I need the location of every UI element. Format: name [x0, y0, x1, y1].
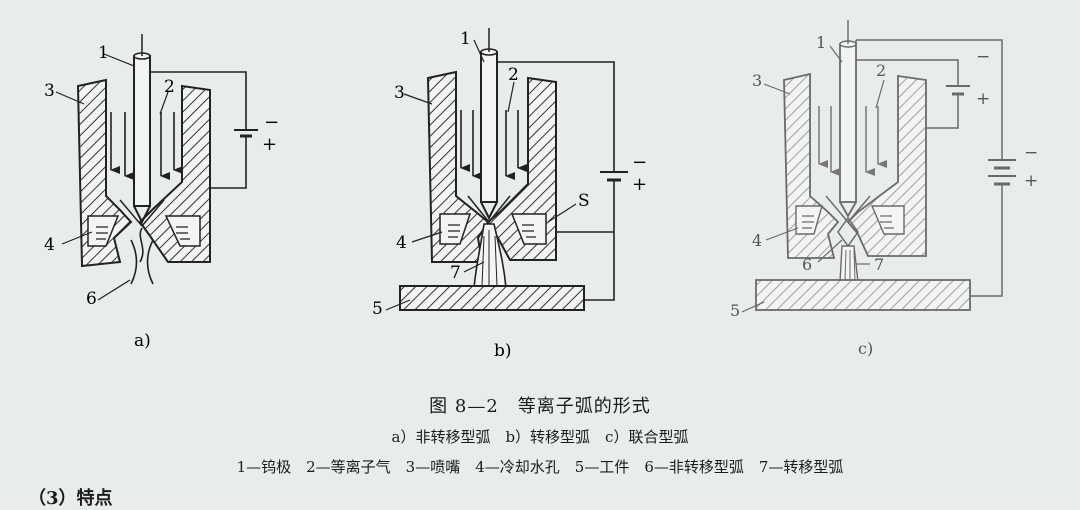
polarity-minus-a: − [264, 112, 279, 133]
polarity-plus-c2: + [1024, 171, 1038, 191]
electrode-tip-c [839, 201, 857, 218]
label-a-6: 6 [86, 289, 97, 309]
polarity-minus-c2: − [1024, 143, 1038, 163]
figure-page: 1 2 3 4 6 − + a) [28, 20, 1038, 509]
label-a-2: 2 [164, 77, 175, 97]
nozzle-right-c [846, 74, 927, 257]
label-b-S: S [578, 191, 590, 211]
plasma-arc-diagram: 1 2 3 4 6 − + a) [44, 20, 1038, 361]
cooling-chamber-left-a [87, 215, 120, 247]
cooling-chamber-left-c [795, 205, 823, 235]
label-b-4: 4 [396, 233, 407, 253]
cooling-chamber-right-b [510, 213, 547, 245]
panel-a-non-transferred-arc: 1 2 3 4 6 − + a) [44, 34, 279, 351]
circuit-a [150, 71, 247, 189]
cooling-chamber-right-c [870, 205, 905, 235]
polarity-minus-c1: − [976, 47, 990, 67]
panel-label-a: a) [134, 331, 151, 351]
electrode-tip-a [133, 205, 151, 225]
label-c-4: 4 [752, 231, 762, 250]
cooling-chamber-left-b [439, 213, 472, 245]
label-b-1: 1 [460, 29, 471, 49]
label-b-5: 5 [372, 299, 383, 319]
label-c-5: 5 [730, 301, 740, 320]
electrode-tip-b [480, 201, 498, 221]
workpiece-c [755, 279, 971, 311]
circuit-c [855, 39, 1003, 297]
workpiece-b [399, 285, 585, 311]
label-a-4: 4 [44, 235, 55, 255]
label-c-1: 1 [816, 33, 826, 52]
panel-label-b: b) [494, 341, 512, 361]
label-c-7: 7 [874, 255, 884, 274]
circuit-b [497, 61, 615, 301]
section-heading-cut: （3）特点 [28, 488, 113, 509]
figure-legend: 1—钨极 2—等离子气 3—喷嘴 4—冷却水孔 5—工件 6—非转移型弧 7—转… [236, 458, 844, 476]
panel-b-transferred-arc: 1 2 3 4 7 5 S − + b) [372, 28, 647, 361]
label-c-3: 3 [752, 71, 762, 90]
label-b-7: 7 [450, 263, 461, 283]
non-transferred-arc-a [130, 227, 154, 285]
tungsten-electrode-c [839, 43, 857, 203]
polarity-plus-c1: + [976, 89, 990, 109]
figure-title: 图 8—2 等离子弧的形式 [429, 396, 651, 417]
label-a-1: 1 [98, 43, 109, 63]
polarity-plus-b: + [632, 174, 647, 195]
label-a-3: 3 [44, 81, 55, 101]
panel-c-combined-arc: 1 2 3 4 6 7 5 − + − + c) [730, 20, 1038, 358]
label-c-6: 6 [802, 255, 812, 274]
label-b-3: 3 [394, 83, 405, 103]
tungsten-electrode-a [133, 55, 151, 207]
tungsten-electrode-b [480, 51, 498, 203]
label-b-2: 2 [508, 65, 519, 85]
polarity-minus-b: − [632, 152, 647, 173]
cooling-chamber-right-a [164, 215, 201, 247]
panel-label-c: c) [858, 339, 873, 358]
label-c-2: 2 [876, 61, 886, 80]
figure-subcaption: a）非转移型弧 b）转移型弧 c）联合型弧 [391, 428, 689, 446]
polarity-plus-a: + [262, 134, 277, 155]
